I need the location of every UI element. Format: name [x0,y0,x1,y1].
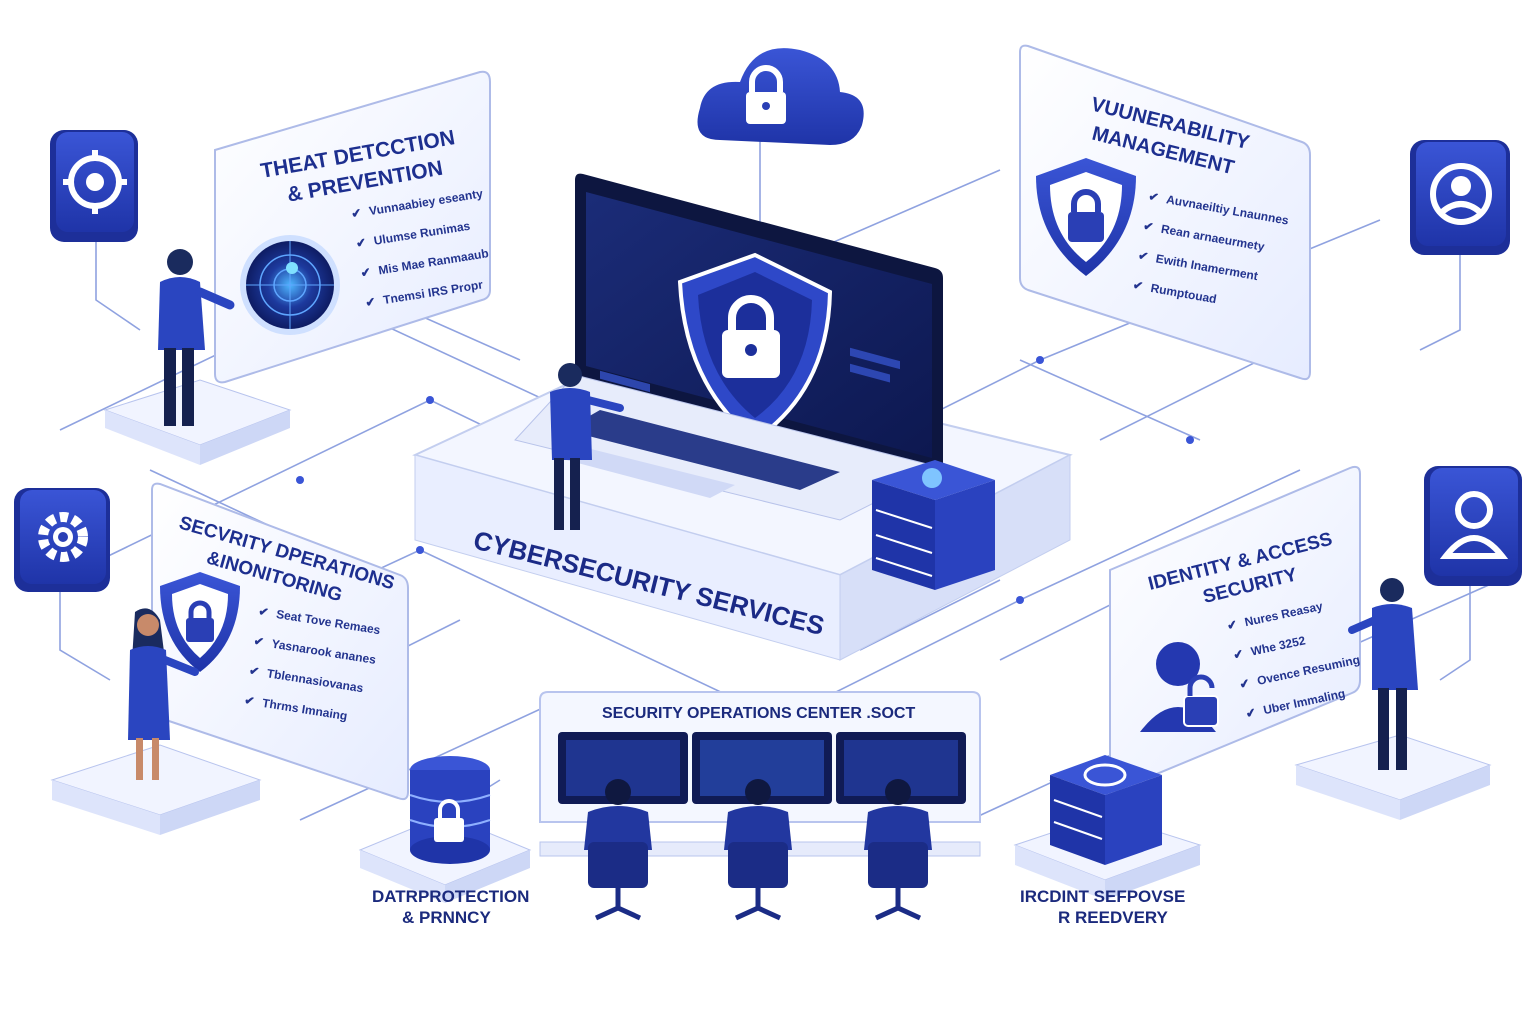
panel-vulnerability-management: VUUNERABILITY MANAGEMENT ✔ Auvnaeiltiy L… [1019,44,1311,381]
secops-check-3: ✔ [248,663,260,678]
shield-lock-icon-2 [160,572,240,672]
soc-monitors [558,732,966,804]
caption-data-protection: DATRPROTECTION & PRNNCY [372,887,534,927]
identity-check-3: ✔ [1238,676,1251,692]
panel-security-operations: SECVRITY DPERATIONS &INONITORING ✔ Seat … [151,482,409,801]
identity-check-1: ✔ [1226,617,1239,633]
threat-check-1: ✔ [350,206,362,221]
secops-check-1: ✔ [258,604,270,619]
shield-lock-icon [1036,158,1136,276]
soc-operator-2 [724,779,792,921]
laptop [514,173,945,521]
crosshair-gear-icon [50,130,138,242]
soc-operator-1 [584,779,652,921]
incident-line1: IRCDINT SEFPOVSE [1020,887,1185,906]
person-analyst-2 [128,608,199,780]
caption-incident-response: IRCDINT SEFPOVSE R REEDVERY [1020,887,1190,927]
gear-icon [14,488,110,592]
soc-title: SECURITY OPERATIONS CENTER .SOCT [602,705,915,722]
threat-check-2: ✔ [355,235,367,250]
vuln-check-4: ✔ [1132,278,1144,294]
person-analyst-1 [158,249,235,426]
platform-identity [1294,734,1492,820]
user-lock-icon [1140,642,1219,732]
cloud-lock-icon [697,48,864,146]
shield-lock-screen-icon [677,252,833,443]
vuln-check-1: ✔ [1147,189,1159,205]
data-protection-line1: DATRPROTECTION [372,887,529,906]
person-operator [550,363,624,530]
threat-check-4: ✔ [364,294,376,309]
secops-check-2: ✔ [253,634,265,649]
incident-line2: R REEDVERY [1058,908,1169,927]
database-stack-2 [1013,755,1202,900]
threat-check-3: ✔ [360,265,372,280]
soc-operator-3 [864,779,932,921]
data-protection-line2: & PRNNCY [402,908,491,927]
radar-icon [240,235,340,335]
identity-check-2: ✔ [1232,646,1245,662]
secops-check-4: ✔ [243,693,255,708]
person-analyst-3 [1348,578,1418,770]
soc-center: SECURITY OPERATIONS CENTER .SOCT [539,691,981,921]
identity-check-4: ✔ [1244,705,1257,721]
vuln-check-3: ✔ [1137,248,1149,264]
user-icon [1424,466,1522,586]
platform-threat [103,379,292,465]
database-stack-1 [872,460,995,590]
database-lock-icon [358,756,532,903]
panel-identity-access: IDENTITY & ACCESS SECURITY ✔ Nures Reasa… [1109,465,1361,792]
panel-threat-detection: THEAT DETCCTION & PREVENTION ✔ Vunnaabie… [214,70,491,384]
vuln-check-2: ✔ [1142,219,1154,235]
user-circle-icon [1410,140,1510,255]
